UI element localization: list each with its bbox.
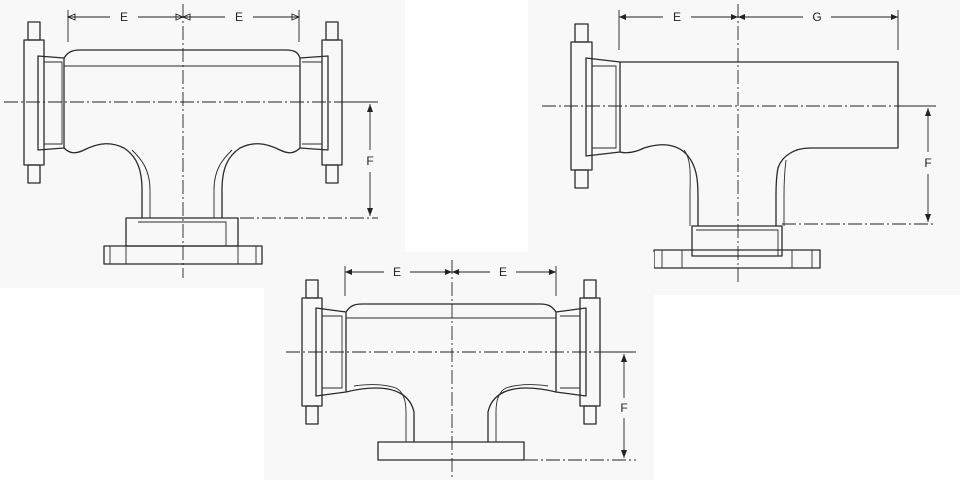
tee-drawing-2-svg: E G: [542, 4, 936, 285]
dim-label-e: E: [673, 10, 681, 24]
tee-drawing-1-svg: E E: [4, 4, 378, 278]
dim-label-f: F: [366, 154, 373, 168]
dim-label-e-right: E: [499, 265, 507, 279]
tee-drawing-3-svg: E E: [286, 260, 636, 478]
dim-label-f: F: [620, 401, 627, 415]
dim-label-e-right: E: [235, 10, 243, 24]
dim-label-g: G: [812, 10, 821, 24]
dim-label-e-left: E: [393, 265, 401, 279]
dim-label-e-left: E: [120, 10, 128, 24]
tee-drawing-3: E E: [264, 252, 654, 480]
tee-drawing-2: E G: [528, 0, 960, 295]
tee-drawing-1: E E: [0, 0, 405, 288]
dim-label-f: F: [924, 156, 931, 170]
